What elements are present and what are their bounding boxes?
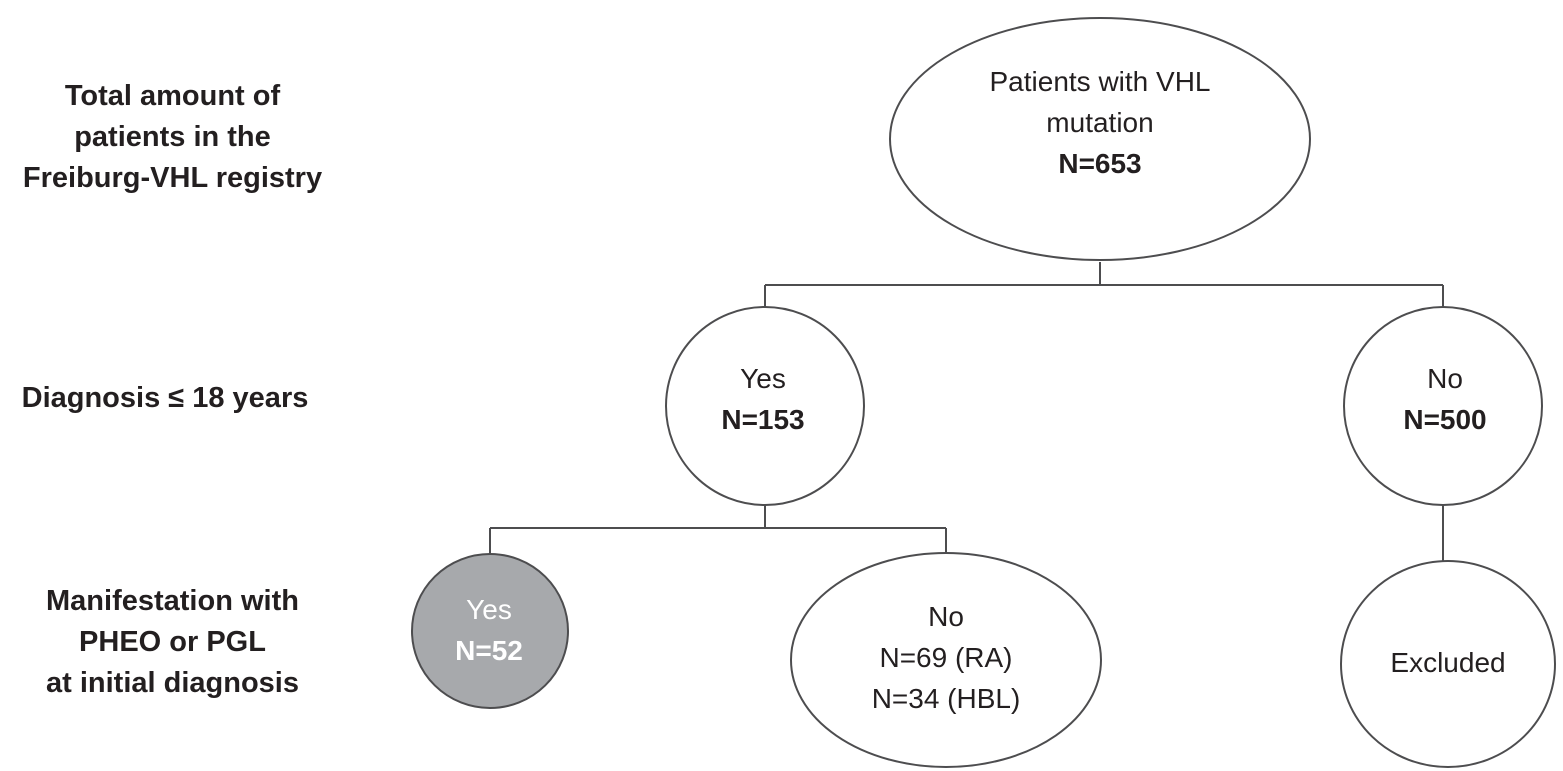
row-label-line: Diagnosis ≤ 18 years xyxy=(21,382,309,414)
node-no-diagnosis-circle xyxy=(1343,306,1543,506)
row-label-line: Freiburg-VHL registry xyxy=(22,162,323,194)
node-no-pheo-text: No N=69 (RA) N=34 (HBL) xyxy=(791,596,1101,719)
row-label-total-patients: Total amount of patients in the Freiburg… xyxy=(0,76,345,199)
node-no-pheo-label: No xyxy=(928,601,964,632)
row-label-diagnosis-age: Diagnosis ≤ 18 years xyxy=(0,378,330,419)
node-no-diagnosis-count: N=500 xyxy=(1403,404,1487,435)
node-yes-pheo-count: N=52 xyxy=(455,635,523,666)
row-label-line: Manifestation with xyxy=(46,585,299,617)
row-label-line: PHEO or PGL xyxy=(79,626,266,658)
node-no-pheo-count-ra: N=69 (RA) xyxy=(879,642,1013,673)
row-label-line: at initial diagnosis xyxy=(46,667,299,699)
node-root-line: mutation xyxy=(1046,107,1154,138)
node-yes-diagnosis-circle xyxy=(665,306,865,506)
node-no-pheo-count-hbl: N=34 (HBL) xyxy=(871,683,1021,714)
node-yes-diagnosis-count: N=153 xyxy=(721,404,805,435)
row-label-manifestation: Manifestation with PHEO or PGL at initia… xyxy=(0,581,345,704)
row-label-line: Total amount of xyxy=(64,80,281,112)
connector-root-to-diagnosis xyxy=(764,262,1444,308)
connectors xyxy=(489,262,1444,565)
node-excluded-ellipse xyxy=(1340,560,1556,768)
node-root-ellipse xyxy=(889,17,1311,261)
node-yes-pheo-ellipse xyxy=(411,553,569,709)
node-yes-pheo-label: Yes xyxy=(466,594,512,625)
node-yes-diagnosis-label: Yes xyxy=(740,363,786,394)
node-root-text: Patients with VHL mutation N=653 xyxy=(890,61,1310,184)
node-root-count: N=653 xyxy=(1058,148,1142,179)
connector-yes-to-manifestation xyxy=(489,505,947,554)
node-root-line: Patients with VHL xyxy=(989,66,1211,97)
node-no-diagnosis-label: No xyxy=(1427,363,1463,394)
node-excluded-label: Excluded xyxy=(1390,647,1506,678)
node-yes-diagnosis-text: Yes N=153 xyxy=(663,358,863,440)
node-no-pheo-ellipse xyxy=(790,552,1102,768)
node-excluded-text: Excluded xyxy=(1341,642,1555,683)
node-yes-pheo-text: Yes N=52 xyxy=(412,589,566,671)
row-label-line: patients in the xyxy=(74,121,271,153)
node-no-diagnosis-text: No N=500 xyxy=(1345,358,1545,440)
